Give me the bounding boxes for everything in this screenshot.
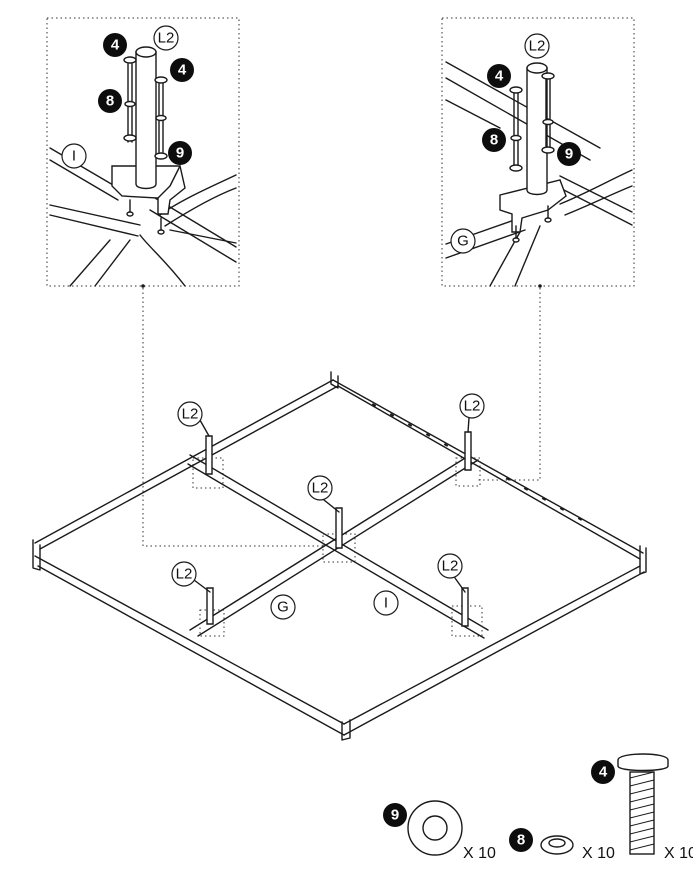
callout-rail-g-detail: G [450,228,476,254]
svg-text:L2: L2 [182,406,199,423]
svg-text:4: 4 [495,68,504,85]
detail-panel-right: L2 4 8 9 G [441,17,635,287]
detail-panel-left: 4 L2 4 8 9 I [46,17,240,287]
qty-flat-washer: X 10 [463,845,496,862]
svg-text:L2: L2 [529,38,546,55]
svg-text:8: 8 [517,832,525,849]
callout-rail-i-main: I [373,590,399,616]
callout-flat-washer-right: 9 [557,142,581,166]
qty-bolt: X 10 [664,845,693,862]
bed-frame: L2 L2 L2 L2 L2 G [32,371,647,741]
qty-lock-washer: X 10 [582,845,615,862]
svg-text:9: 9 [391,807,399,824]
callout-bolt-left-a: 4 [103,33,127,57]
svg-text:8: 8 [490,132,498,149]
callout-lock-washer-right: 8 [482,128,506,152]
svg-text:L2: L2 [176,566,193,583]
leg-back-right: L2 [455,393,485,487]
hardware-lock-washer: 8 X 10 [509,828,615,862]
callout-lock-washer-left: 8 [98,89,122,113]
leg-back-left: L2 [177,401,224,489]
svg-text:L2: L2 [464,398,481,415]
leg-front-right: L2 [437,553,483,637]
rail-slots [371,403,583,521]
callout-bolt-left-b: 4 [170,58,194,82]
callout-bolt-right: 4 [487,64,511,88]
callout-rail-g-main: G [270,594,296,620]
callout-flat-washer-left: 9 [168,141,192,165]
svg-text:I: I [72,148,76,165]
callout-leg-left: L2 [153,25,179,51]
svg-text:L2: L2 [158,30,175,47]
hardware-bolt: 4 X 10 [591,753,693,862]
callout-leg-right: L2 [524,33,550,59]
leg-front-left: L2 [171,561,225,637]
detail-leader-lines [141,284,542,547]
svg-text:4: 4 [599,764,608,781]
svg-text:9: 9 [565,146,573,163]
svg-text:G: G [277,599,289,616]
svg-text:9: 9 [176,145,184,162]
hardware-flat-washer: 9 X 10 [383,800,496,862]
svg-text:L2: L2 [312,480,329,497]
svg-text:L2: L2 [442,558,459,575]
svg-text:4: 4 [111,37,120,54]
svg-text:G: G [457,233,469,250]
leg-center: L2 [307,475,356,563]
svg-text:I: I [384,595,388,612]
svg-text:8: 8 [106,93,114,110]
callout-rail-i-detail: I [61,143,87,169]
svg-text:4: 4 [178,62,187,79]
